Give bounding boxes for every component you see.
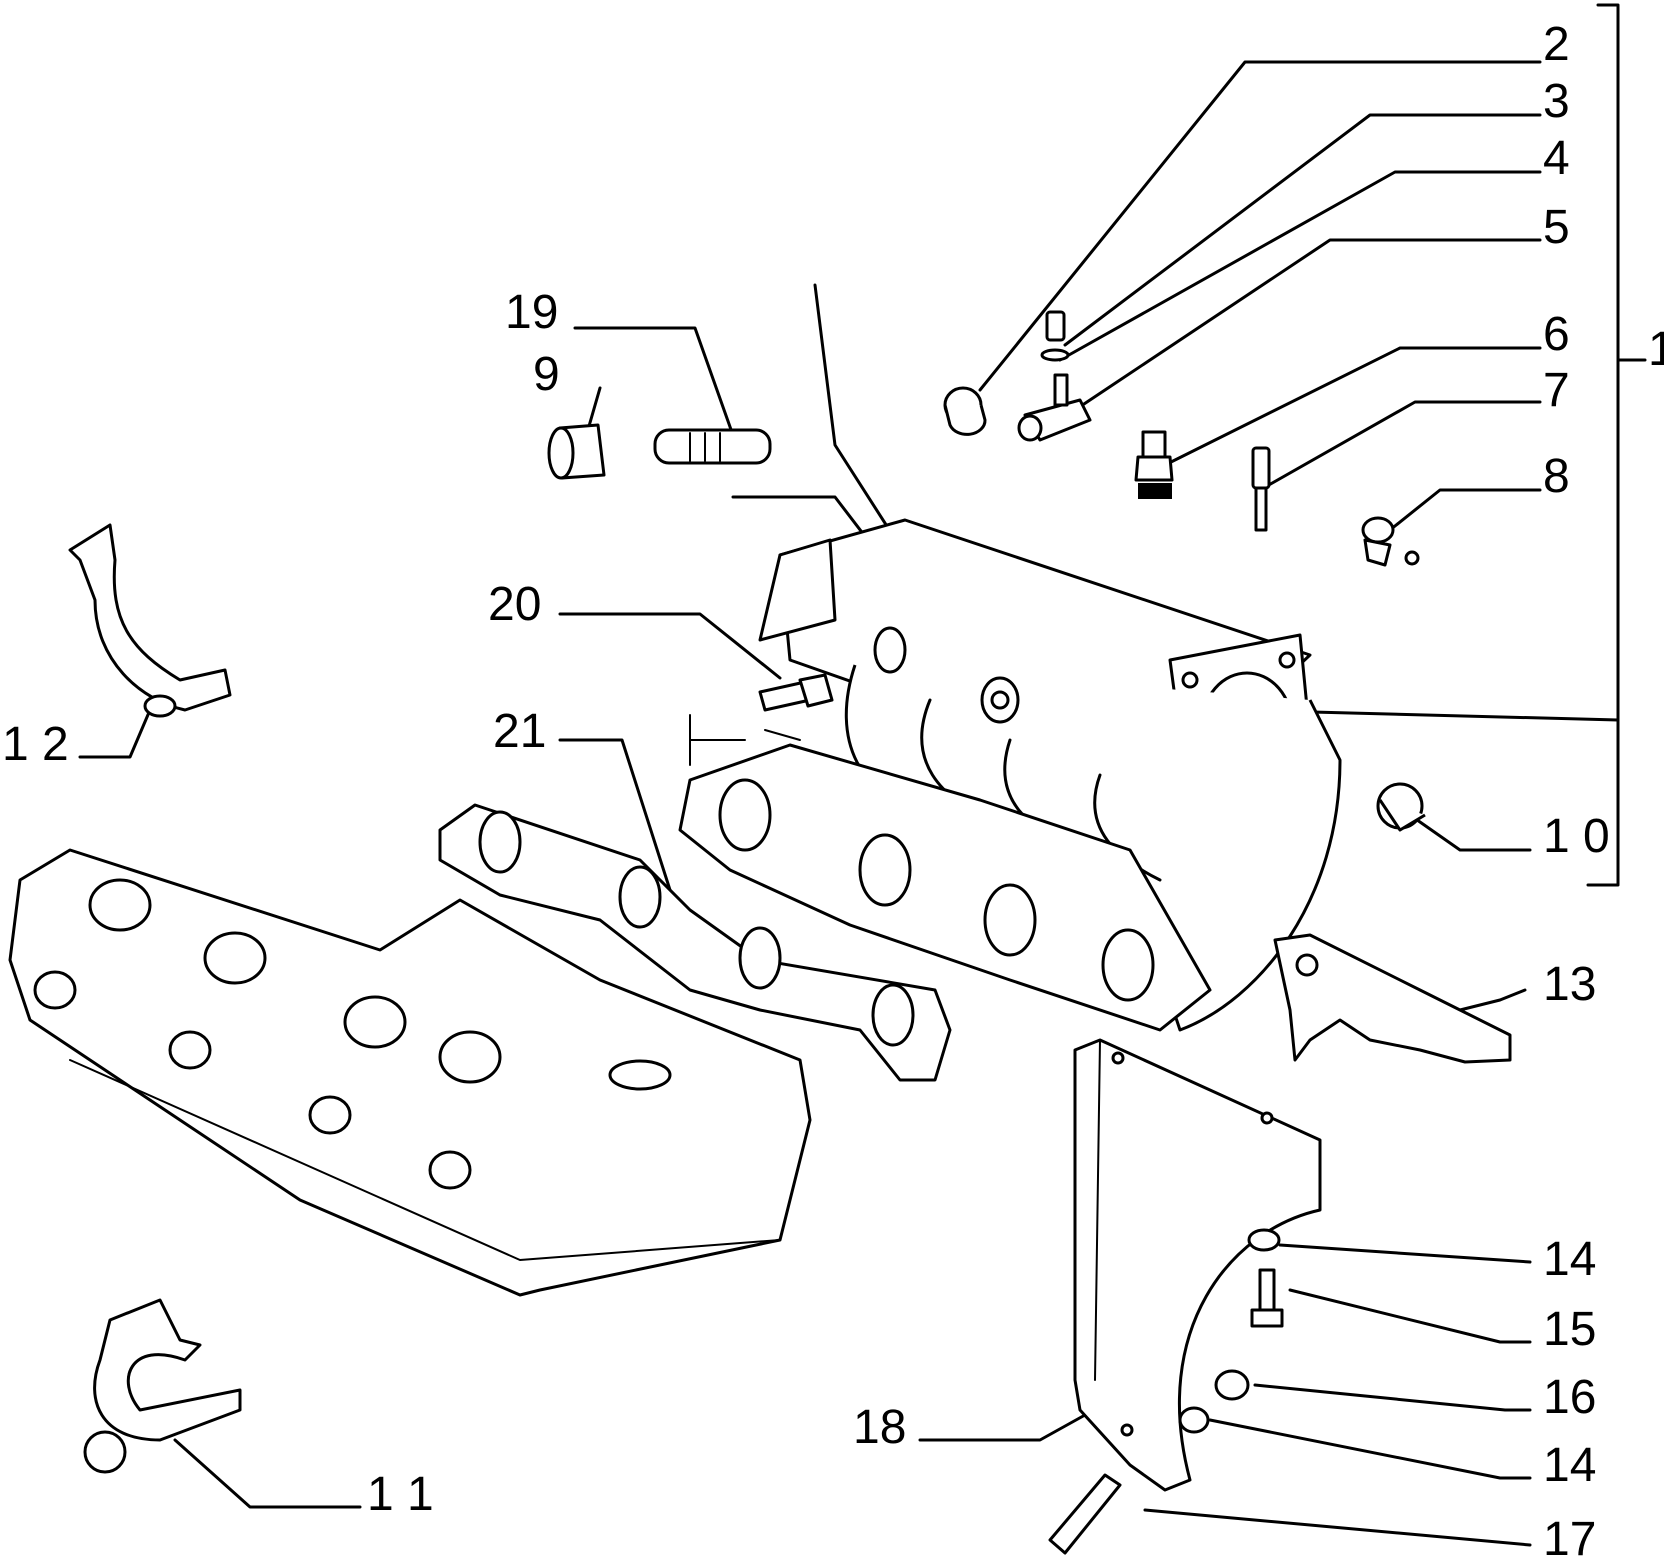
callout-18: 18 xyxy=(853,1401,906,1454)
part-18-bracket xyxy=(1073,1038,1322,1492)
part-7-pin xyxy=(1251,446,1271,532)
callout-14a: 14 xyxy=(1543,1233,1596,1286)
callout-1: 1 xyxy=(1648,323,1664,376)
part-21-gasket xyxy=(438,803,952,1082)
callout-17: 17 xyxy=(1543,1513,1596,1561)
part-15-bolt xyxy=(1250,1268,1284,1328)
part-11-bracket xyxy=(83,1298,242,1474)
callout-8: 8 xyxy=(1543,450,1570,503)
callout-6: 6 xyxy=(1543,308,1570,361)
part-10-plug xyxy=(1376,782,1426,832)
callout-3: 3 xyxy=(1543,75,1570,128)
callout-2: 2 xyxy=(1543,18,1570,71)
manifold-flange xyxy=(678,743,1212,1032)
callout-11: 1 1 xyxy=(367,1468,434,1521)
cylinder-head xyxy=(8,848,812,1297)
callout-10: 1 0 xyxy=(1543,810,1610,863)
part-9-bushing xyxy=(547,423,606,480)
part-19-stud xyxy=(653,428,772,465)
callout-19: 19 xyxy=(505,286,558,339)
part-12-bracket xyxy=(68,523,232,718)
callout-5: 5 xyxy=(1543,201,1570,254)
callout-15: 15 xyxy=(1543,1303,1596,1356)
part-8-sensor xyxy=(1361,516,1420,567)
part-2-plug xyxy=(943,386,987,436)
callout-9: 9 xyxy=(533,348,560,401)
callout-labels: 2 3 4 5 6 7 8 1 19 9 20 21 1 2 1 0 13 14… xyxy=(2,18,1664,1561)
part-14-washer xyxy=(1247,1228,1281,1252)
part-20-bolt xyxy=(689,673,834,766)
callout-4: 4 xyxy=(1543,132,1570,185)
part-16-nut xyxy=(1214,1369,1250,1401)
callout-13: 13 xyxy=(1543,958,1596,1011)
callout-14b: 14 xyxy=(1543,1439,1596,1492)
part-17-stud xyxy=(1048,1473,1122,1555)
part-13-bracket xyxy=(1273,933,1512,1064)
callout-20: 20 xyxy=(488,578,541,631)
callout-21: 21 xyxy=(493,705,546,758)
part-3-cap xyxy=(1045,310,1066,342)
part-6-sensor xyxy=(1134,430,1174,499)
part-14b-washer xyxy=(1178,1406,1210,1434)
callout-12: 1 2 xyxy=(2,718,69,771)
part-5-fitting xyxy=(1017,373,1092,442)
callout-16: 16 xyxy=(1543,1371,1596,1424)
callout-7: 7 xyxy=(1543,364,1570,417)
part-4-washer xyxy=(1040,348,1070,362)
group-bracket-1 xyxy=(1310,3,1647,887)
